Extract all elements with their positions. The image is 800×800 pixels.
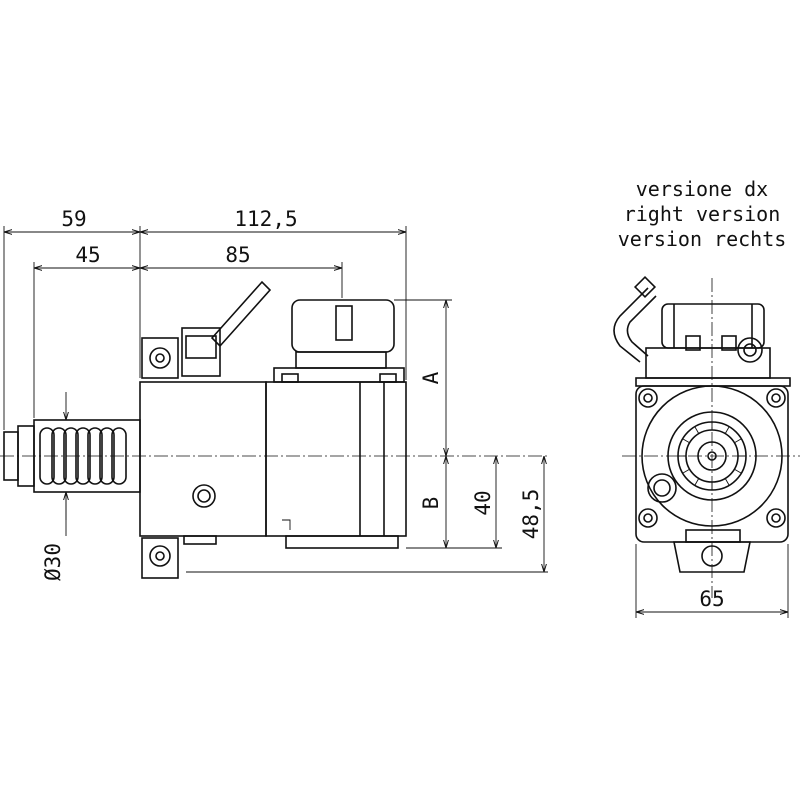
dim-45: 45 xyxy=(75,243,100,267)
dim-diameter-30: Ø30 xyxy=(41,543,65,581)
dim-59: 59 xyxy=(61,207,86,231)
front-view: versione dx right version version rechts xyxy=(613,177,800,618)
dim-40: 40 xyxy=(471,490,495,515)
dim-B: B xyxy=(419,497,443,510)
collet-slots xyxy=(678,422,746,490)
dim-85: 85 xyxy=(225,243,250,267)
caption-line-2: right version xyxy=(624,202,781,226)
dim-48-5: 48,5 xyxy=(519,489,543,540)
caption-line-3: version rechts xyxy=(618,227,787,251)
side-view: 59 112,5 45 85 A B 40 48,5 Ø30 xyxy=(0,207,548,581)
dim-A: A xyxy=(419,371,443,384)
dim-112-5: 112,5 xyxy=(234,207,297,231)
thread-ribs xyxy=(39,427,127,485)
dim-65: 65 xyxy=(699,587,724,611)
caption-line-1: versione dx xyxy=(636,177,768,201)
